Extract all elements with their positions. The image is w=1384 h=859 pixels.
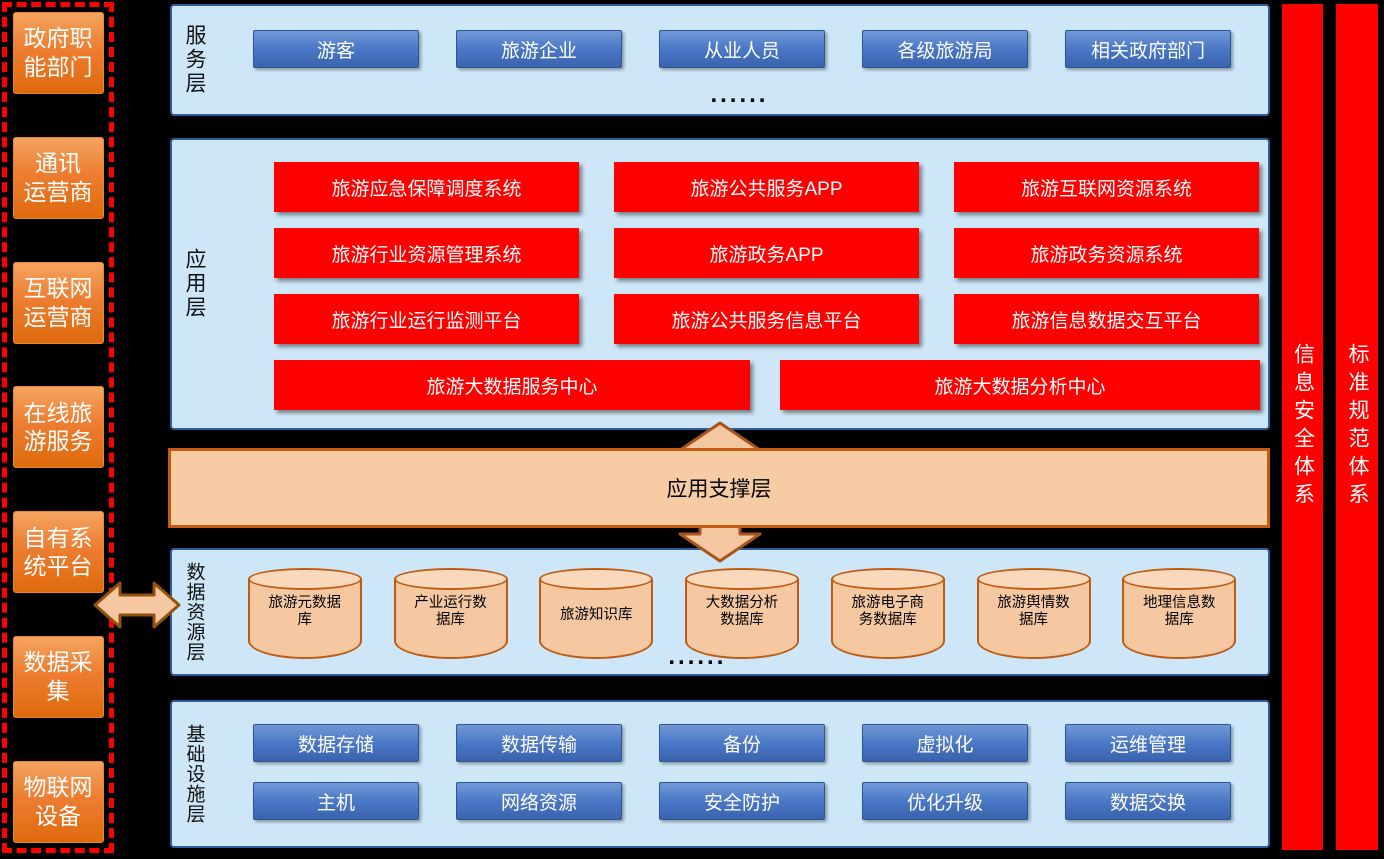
infra-button-virtualization: 虚拟化 (862, 724, 1028, 762)
database-bigdata-analysis: 大数据分析 数据库 (685, 568, 799, 659)
infra-button-data-transmission: 数据传输 (456, 724, 622, 762)
app-system-public-info-platform: 旅游公共服务信息平台 (614, 294, 919, 344)
app-center-bigdata-service: 旅游大数据服务中心 (274, 360, 750, 410)
infra-button-security-protection: 安全防护 (659, 782, 825, 820)
service-layer-label: 服务层 (183, 24, 206, 96)
service-button-gov-departments: 相关政府部门 (1065, 30, 1231, 68)
standard-spec-system-label: 标准规范体系 (1346, 343, 1369, 511)
database-public-opinion: 旅游舆情数 据库 (976, 568, 1091, 659)
app-system-data-exchange-platform: 旅游信息数据交互平台 (954, 294, 1259, 344)
database-ecommerce: 旅游电子商 务数据库 (830, 568, 945, 659)
service-button-practitioners: 从业人员 (659, 30, 825, 68)
cylinder-shape (685, 579, 799, 659)
data-layer-label: 数据资源层 (183, 562, 205, 662)
service-button-tourists: 游客 (253, 30, 419, 68)
infrastructure-layer-label: 基础设施层 (183, 724, 205, 824)
service-button-enterprises: 旅游企业 (456, 30, 622, 68)
cylinder-top (539, 568, 654, 590)
app-system-emergency-dispatch: 旅游应急保障调度系统 (274, 162, 579, 212)
standard-spec-system-bar: 标准规范体系 (1336, 4, 1378, 850)
source-box-telecom: 通讯 运营商 (12, 136, 104, 219)
database-geographic-info: 地理信息数 据库 (1122, 568, 1237, 659)
cylinder-top (685, 568, 799, 590)
app-system-gov-resources: 旅游政务资源系统 (954, 228, 1259, 278)
source-box-own-systems: 自有系 统平台 (12, 511, 104, 594)
service-button-tourism-bureaus: 各级旅游局 (862, 30, 1028, 68)
support-layer-label: 应用支撑层 (666, 478, 772, 501)
external-sources-panel: 政府职 能部门 通讯 运营商 互联网 运营商 在线旅 游服务 自有系 统平台 数… (2, 2, 114, 853)
infrastructure-layer-panel: 基础设施层 数据存储 数据传输 备份 虚拟化 运维管理 主机 网络资源 安全防护… (170, 700, 1270, 848)
infra-button-backup: 备份 (659, 724, 825, 762)
app-system-gov-affairs-app: 旅游政务APP (614, 228, 919, 278)
info-security-system-bar: 信息安全体系 (1282, 4, 1323, 850)
cylinder-shape (393, 579, 508, 659)
source-box-online-travel: 在线旅 游服务 (12, 386, 104, 469)
infra-button-data-exchange: 数据交换 (1065, 782, 1231, 820)
source-box-iot-devices: 物联网 设备 (12, 760, 104, 843)
cylinder-shape (830, 579, 945, 659)
source-box-internet-operator: 互联网 运营商 (12, 261, 104, 344)
database-industry-operation: 产业运行数 据库 (393, 568, 508, 659)
infra-button-host: 主机 (253, 782, 419, 820)
database-tourism-metadata: 旅游元数据 库 (247, 568, 362, 659)
cylinder-top (247, 568, 362, 590)
source-box-data-collection: 数据采 集 (12, 636, 104, 719)
cylinder-top (830, 568, 945, 590)
support-layer-banner: 应用支撑层 (168, 448, 1270, 528)
cylinder-top (976, 568, 1091, 590)
cylinder-shape (247, 579, 362, 659)
app-system-internet-resources: 旅游互联网资源系统 (954, 162, 1259, 212)
data-layer-panel: 数据资源层 旅游元数据 库 产业运行数 据库 旅游知识库 (170, 548, 1270, 676)
app-system-industry-monitoring: 旅游行业运行监测平台 (274, 294, 579, 344)
database-tourism-knowledge: 旅游知识库 (539, 568, 654, 659)
cylinder-top (393, 568, 508, 590)
app-system-public-service-app: 旅游公共服务APP (614, 162, 919, 212)
app-center-bigdata-analysis: 旅游大数据分析中心 (780, 360, 1260, 410)
application-layer-panel: 应用层 旅游应急保障调度系统 旅游公共服务APP 旅游互联网资源系统 旅游行业资… (170, 138, 1270, 430)
infra-button-network-resources: 网络资源 (456, 782, 622, 820)
info-security-system-label: 信息安全体系 (1291, 343, 1315, 511)
application-layer-label: 应用层 (183, 248, 206, 320)
service-layer-panel: 服务层 游客 旅游企业 从业人员 各级旅游局 相关政府部门 ...... (170, 4, 1270, 116)
data-ellipsis-text: ...... (668, 643, 727, 670)
double-arrow-horizontal-icon (93, 581, 181, 629)
source-box-government: 政府职 能部门 (12, 12, 104, 94)
app-system-industry-resource-mgmt: 旅游行业资源管理系统 (274, 228, 579, 278)
cylinder-shape (539, 579, 654, 659)
service-ellipsis-text: ...... (710, 81, 769, 108)
cylinder-shape (1122, 579, 1237, 659)
infra-button-optimization-upgrade: 优化升级 (862, 782, 1028, 820)
infra-button-ops-management: 运维管理 (1065, 724, 1231, 762)
cylinder-top (1122, 568, 1237, 590)
infra-button-data-storage: 数据存储 (253, 724, 419, 762)
cylinder-shape (976, 579, 1091, 659)
